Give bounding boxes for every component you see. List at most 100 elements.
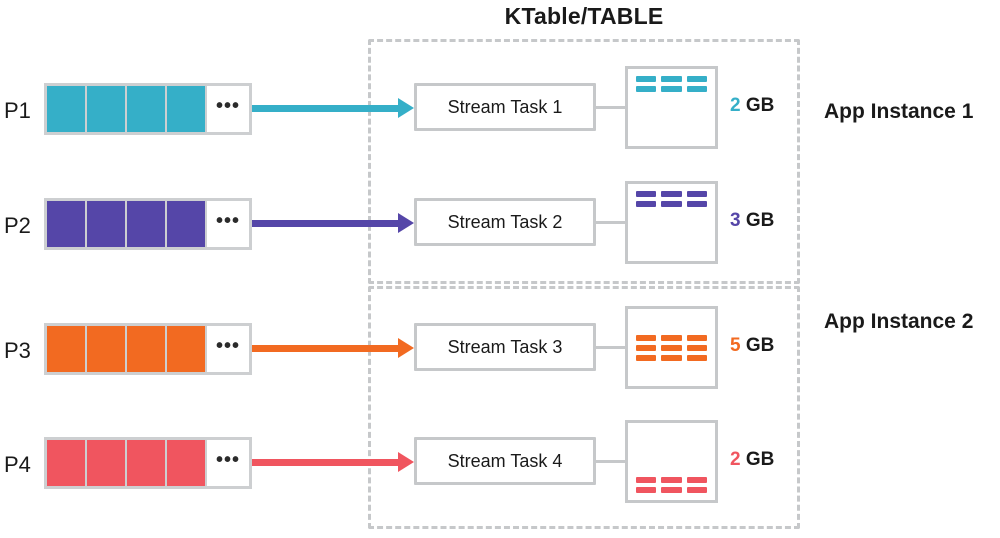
app-instance-2-boundary xyxy=(368,286,800,529)
partition-strip: ••• xyxy=(44,83,252,135)
partition-record-cell xyxy=(127,326,167,372)
state-store-dash xyxy=(636,191,657,197)
partition-record-cell xyxy=(47,86,87,132)
arrow-shaft xyxy=(252,345,400,352)
state-store-dash xyxy=(661,344,682,351)
partition-record-cell xyxy=(47,440,87,486)
state-store-dash-row xyxy=(636,354,707,361)
stream-task-box[interactable]: Stream Task 1 xyxy=(414,83,596,131)
arrow-shaft xyxy=(252,220,400,227)
state-store-dash-row xyxy=(636,344,707,351)
state-store-dash-row xyxy=(636,86,707,92)
state-store-dash xyxy=(636,201,657,207)
state-store-box xyxy=(625,420,718,503)
state-store-dash xyxy=(636,354,657,361)
partition-strip: ••• xyxy=(44,323,252,375)
partition-ellipsis-cell: ••• xyxy=(207,86,249,132)
state-store-dash xyxy=(661,354,682,361)
arrow-head xyxy=(398,338,414,358)
task-store-connector xyxy=(596,346,625,349)
store-size-value: 3 xyxy=(730,210,741,231)
partition-ellipsis-cell: ••• xyxy=(207,201,249,247)
state-store-box xyxy=(625,181,718,264)
store-size-value: 5 xyxy=(730,335,741,356)
data-flow-arrow xyxy=(252,98,414,118)
partition-label-p2: P2 xyxy=(4,213,31,238)
app-instance-1-boundary xyxy=(368,39,800,284)
state-store-dash xyxy=(661,76,682,82)
state-store-dash xyxy=(661,86,682,92)
state-store-dash-row xyxy=(636,334,707,341)
partition-record-cell xyxy=(127,86,167,132)
state-store-box xyxy=(625,306,718,389)
pipeline-row: P3 ••• Stream Task 3 5 GB xyxy=(0,298,1000,418)
state-store-dash-row xyxy=(636,477,707,483)
state-store-dash xyxy=(686,487,707,493)
state-store-dash xyxy=(636,344,657,351)
store-size-value: 2 xyxy=(730,449,741,470)
partition-record-cell xyxy=(47,326,87,372)
state-store-dash xyxy=(636,334,657,341)
task-store-connector xyxy=(596,460,625,463)
partition-record-cell xyxy=(127,440,167,486)
state-store-dash xyxy=(686,344,707,351)
partition-strip: ••• xyxy=(44,437,252,489)
state-store-dash xyxy=(636,86,657,92)
store-size-label: 2 GB xyxy=(730,449,774,471)
state-store-box xyxy=(625,66,718,149)
partition-record-cell xyxy=(127,201,167,247)
state-store-dash xyxy=(661,477,682,483)
app-instance-2-label: App Instance 2 xyxy=(824,310,974,333)
partition-record-cell xyxy=(87,326,127,372)
store-size-unit: GB xyxy=(740,95,775,116)
state-store-dash xyxy=(686,76,707,82)
partition-record-cell xyxy=(87,86,127,132)
partition-record-cell xyxy=(167,86,207,132)
store-size-unit: GB xyxy=(740,449,775,470)
stream-task-box[interactable]: Stream Task 2 xyxy=(414,198,596,246)
state-store-dash xyxy=(636,477,657,483)
partition-record-cell xyxy=(167,326,207,372)
store-size-label: 5 GB xyxy=(730,335,774,357)
pipeline-row: P2 ••• Stream Task 2 3 GB xyxy=(0,173,1000,293)
stream-task-box[interactable]: Stream Task 4 xyxy=(414,437,596,485)
state-store-dash-row xyxy=(636,201,707,207)
data-flow-arrow xyxy=(252,338,414,358)
state-store-dash xyxy=(661,201,682,207)
store-size-unit: GB xyxy=(740,335,775,356)
data-flow-arrow xyxy=(252,452,414,472)
state-store-dash xyxy=(661,334,682,341)
partition-ellipsis-cell: ••• xyxy=(207,326,249,372)
partition-record-cell xyxy=(167,440,207,486)
partition-record-cell xyxy=(167,201,207,247)
arrow-shaft xyxy=(252,459,400,466)
task-store-connector xyxy=(596,221,625,224)
partition-label-p3: P3 xyxy=(4,338,31,363)
state-store-dash xyxy=(636,487,657,493)
partition-label-p1: P1 xyxy=(4,98,31,123)
state-store-dash-row xyxy=(636,191,707,197)
task-store-connector xyxy=(596,106,625,109)
state-store-dash xyxy=(686,191,707,197)
stream-task-box[interactable]: Stream Task 3 xyxy=(414,323,596,371)
state-store-dash xyxy=(686,86,707,92)
state-store-dash xyxy=(661,191,682,197)
pipeline-row: P1 ••• Stream Task 1 2 GB xyxy=(0,58,1000,178)
app-instance-1-label: App Instance 1 xyxy=(824,100,974,123)
state-store-dash xyxy=(686,334,707,341)
partition-record-cell xyxy=(47,201,87,247)
arrow-head xyxy=(398,213,414,233)
store-size-label: 3 GB xyxy=(730,210,774,232)
state-store-dash xyxy=(686,477,707,483)
state-store-dash xyxy=(686,354,707,361)
partition-record-cell xyxy=(87,440,127,486)
partition-record-cell xyxy=(87,201,127,247)
arrow-head xyxy=(398,98,414,118)
arrow-shaft xyxy=(252,105,400,112)
partition-strip: ••• xyxy=(44,198,252,250)
partition-ellipsis-cell: ••• xyxy=(207,440,249,486)
state-store-dash-row xyxy=(636,76,707,82)
store-size-label: 2 GB xyxy=(730,95,774,117)
